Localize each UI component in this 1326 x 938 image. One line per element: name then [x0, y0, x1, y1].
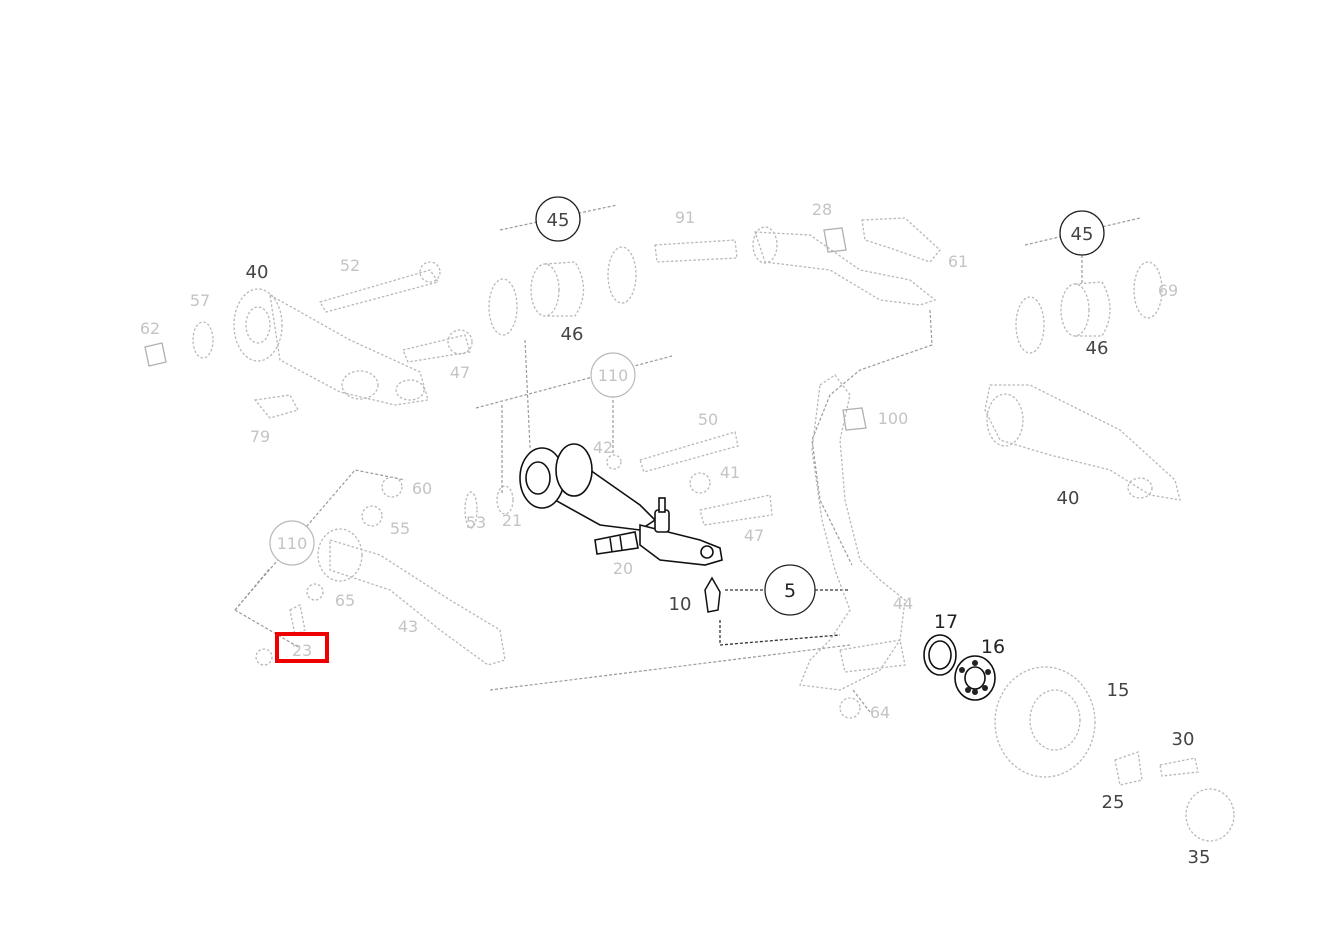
callout-5: 5: [784, 580, 796, 602]
center-bushing-group: [488, 239, 738, 336]
callout-50: 50: [698, 410, 718, 429]
callout-17: 17: [934, 611, 958, 633]
callout-53: 53: [466, 513, 486, 532]
callout-15: 15: [1107, 680, 1130, 701]
left-trailing-arm-assembly: [144, 261, 473, 419]
callout-21: 21: [502, 511, 522, 530]
callout-45-right: 45: [1071, 224, 1094, 245]
callout-46-left: 46: [561, 324, 584, 345]
callout-110-left: 110: [277, 534, 308, 553]
callout-91: 91: [675, 208, 695, 227]
callout-41: 41: [720, 463, 740, 482]
callout-45-left: 45: [547, 210, 570, 231]
callout-44: 44: [893, 594, 913, 613]
callout-28: 28: [812, 200, 832, 219]
brake-disc-and-bearing: [704, 576, 996, 701]
callout-47-left: 47: [450, 363, 470, 382]
callout-30: 30: [1172, 729, 1195, 750]
right-trailing-arm: [984, 384, 1181, 501]
callout-40-right: 40: [1057, 488, 1080, 509]
lower-wishbone-with-ball-joint: [519, 443, 723, 566]
callout-25: 25: [1102, 792, 1125, 813]
callout-62: 62: [140, 319, 160, 338]
upper-control-arm: [752, 217, 941, 306]
leader-lines: [234, 204, 1141, 713]
right-bushing-group: [1015, 261, 1163, 354]
callout-52: 52: [340, 256, 360, 275]
callout-16: 16: [981, 636, 1005, 658]
callout-79: 79: [250, 427, 270, 446]
callout-55: 55: [390, 519, 410, 538]
callout-60: 60: [412, 479, 432, 498]
callout-43: 43: [398, 617, 418, 636]
callout-35: 35: [1188, 847, 1211, 868]
hub-and-wheel-parts: [994, 666, 1235, 842]
callout-rings: [269, 196, 1105, 616]
small-fasteners: [464, 407, 867, 719]
callout-40-left: 40: [246, 262, 269, 283]
callout-69: 69: [1158, 281, 1178, 300]
callout-46-right: 46: [1086, 338, 1109, 359]
steering-knuckle: [799, 374, 906, 691]
selected-part-highlight[interactable]: [275, 632, 329, 663]
callout-100: 100: [878, 409, 909, 428]
callout-42: 42: [593, 438, 613, 457]
callout-10: 10: [669, 594, 692, 615]
callout-57: 57: [190, 291, 210, 310]
callout-64: 64: [870, 703, 890, 722]
callout-20: 20: [613, 559, 633, 578]
callout-labels: 45 45 46 46 40 40 5 10 17 16 15 30 25 35…: [140, 200, 1211, 868]
callout-23: 23: [292, 641, 312, 660]
callout-61: 61: [948, 252, 968, 271]
callout-65: 65: [335, 591, 355, 610]
callout-110-center: 110: [598, 366, 629, 385]
callout-47-center: 47: [744, 526, 764, 545]
lower-control-arm: [255, 476, 506, 666]
